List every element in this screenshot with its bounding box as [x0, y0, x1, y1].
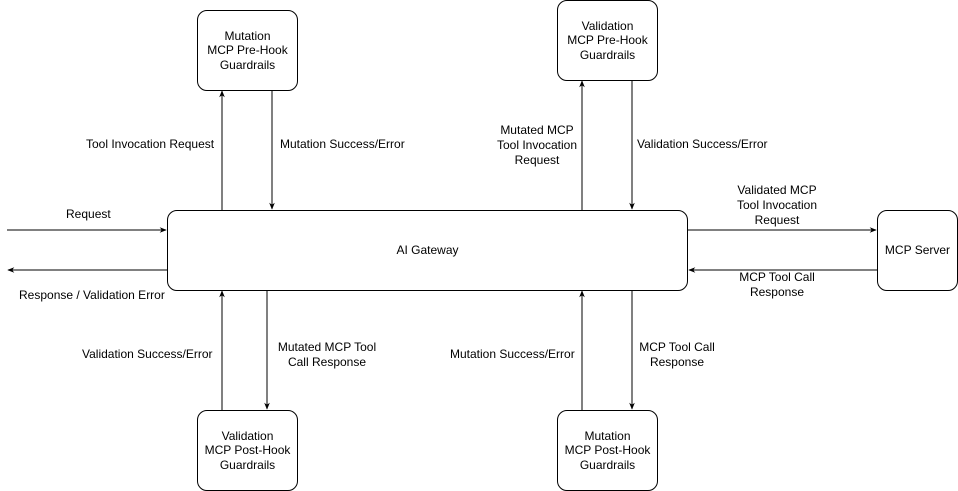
mutation-success-error-bottom-label: Mutation Success/Error [450, 347, 575, 361]
validation-success-error-bottom-label: Validation Success/Error [82, 347, 213, 361]
ai-gateway-label: AI Gateway [396, 243, 459, 258]
validation-success-error-top-label: Validation Success/Error [637, 137, 768, 151]
mutated-tool-call-response-label: Mutated MCP Tool Call Response [277, 340, 377, 369]
mcp-server-label: MCP Server [884, 243, 951, 258]
validated-tool-invocation-request-label: Validated MCP Tool Invocation Request [736, 183, 818, 227]
response-label: Response / Validation Error [19, 288, 165, 302]
mcp-tool-call-response-bottom-label: MCP Tool Call Response [639, 340, 715, 369]
mcp-tool-call-response-right-label: MCP Tool Call Response [739, 270, 815, 299]
ai-gateway-node: AI Gateway [167, 210, 688, 291]
mutation-post-hook-node: Mutation MCP Post-Hook Guardrails [557, 410, 658, 491]
validation-post-hook-label: Validation MCP Post-Hook Guardrails [204, 428, 291, 472]
validation-post-hook-node: Validation MCP Post-Hook Guardrails [197, 410, 298, 491]
mutated-tool-invocation-request-label: Mutated MCP Tool Invocation Request [496, 123, 578, 167]
mcp-server-node: MCP Server [877, 210, 958, 291]
validation-pre-hook-node: Validation MCP Pre-Hook Guardrails [557, 0, 658, 81]
tool-invocation-request-label: Tool Invocation Request [86, 137, 215, 151]
request-label: Request [66, 207, 111, 221]
mutation-success-error-top-label: Mutation Success/Error [280, 137, 405, 151]
mutation-pre-hook-label: Mutation MCP Pre-Hook Guardrails [207, 28, 288, 72]
validation-pre-hook-label: Validation MCP Pre-Hook Guardrails [567, 18, 648, 62]
mutation-pre-hook-node: Mutation MCP Pre-Hook Guardrails [197, 10, 298, 91]
mutation-post-hook-label: Mutation MCP Post-Hook Guardrails [564, 428, 651, 472]
